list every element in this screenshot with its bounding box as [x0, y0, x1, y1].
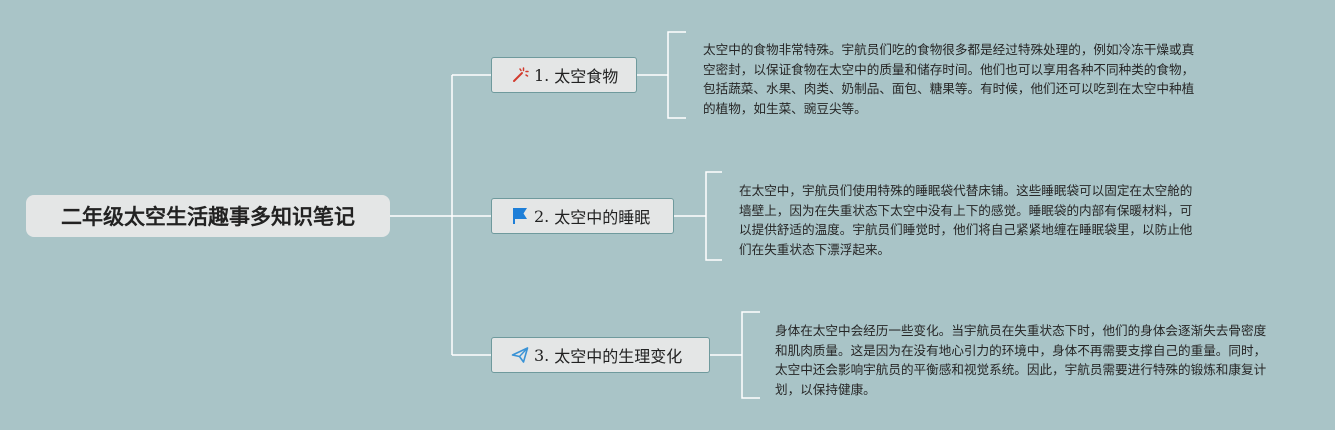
note-physiology: 身体在太空中会经历一些变化。当宇航员在失重状态下时，他们的身体会逐渐失去骨密度和…	[775, 321, 1278, 399]
note-food: 太空中的食物非常特殊。宇航员们吃的食物很多都是经过特殊处理的，例如冷冻干燥或真空…	[703, 40, 1195, 118]
branch-topic-physiology[interactable]: 3. 太空中的生理变化	[491, 337, 710, 373]
magic-wand-icon	[510, 65, 530, 85]
branch-label: 太空中的生理变化	[554, 347, 683, 366]
branch-number: 2.	[534, 206, 550, 226]
note-sleep: 在太空中，宇航员们使用特殊的睡眠袋代替床铺。这些睡眠袋可以固定在太空舱的墙壁上，…	[739, 181, 1204, 259]
branch-label: 太空食物	[554, 67, 619, 86]
root-topic[interactable]: 二年级太空生活趣事多知识笔记	[26, 195, 390, 237]
note-bracket-2	[705, 171, 722, 261]
note-text: 身体在太空中会经历一些变化。当宇航员在失重状态下时，他们的身体会逐渐失去骨密度和…	[775, 323, 1267, 397]
note-text: 在太空中，宇航员们使用特殊的睡眠袋代替床铺。这些睡眠袋可以固定在太空舱的墙壁上，…	[739, 183, 1193, 257]
paper-plane-icon	[510, 345, 530, 365]
flag-icon	[510, 206, 530, 226]
root-title: 二年级太空生活趣事多知识笔记	[61, 205, 355, 229]
branch-topic-food[interactable]: 1. 太空食物	[491, 57, 637, 93]
note-bracket-1	[667, 31, 686, 119]
branch-number: 1.	[534, 65, 550, 85]
note-bracket-3	[741, 311, 760, 399]
note-text: 太空中的食物非常特殊。宇航员们吃的食物很多都是经过特殊处理的，例如冷冻干燥或真空…	[703, 42, 1195, 116]
branch-label: 太空中的睡眠	[554, 208, 651, 227]
branch-number: 3.	[534, 345, 550, 365]
branch-topic-sleep[interactable]: 2. 太空中的睡眠	[491, 198, 674, 234]
